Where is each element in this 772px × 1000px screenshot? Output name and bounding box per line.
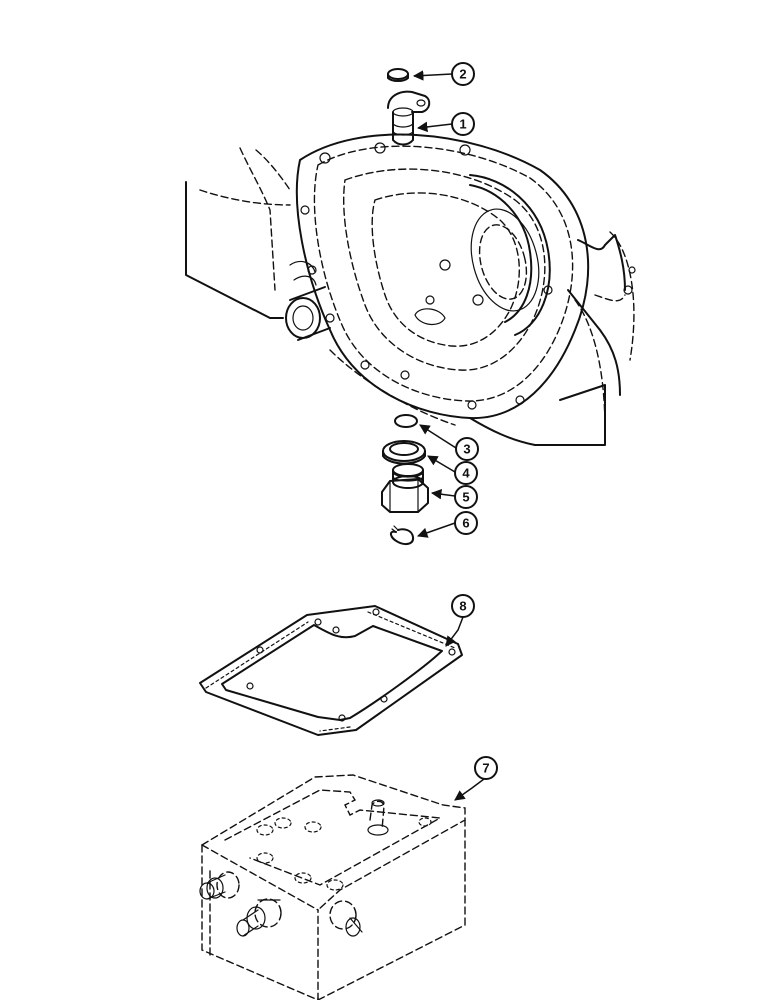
part-8-gasket <box>199 605 463 736</box>
callout-7-label: 7 <box>482 761 489 776</box>
flange-bolt-holes <box>300 142 553 410</box>
part-7-valve-body <box>199 774 466 1000</box>
callout-3-label: 3 <box>463 442 470 457</box>
callout-5-label: 5 <box>462 490 469 505</box>
side-fitting-middle <box>236 898 282 937</box>
callout-8-label: 8 <box>459 599 466 614</box>
part-2-plug <box>387 68 409 82</box>
part-3-o-ring <box>394 414 418 428</box>
transmission-housing <box>185 133 636 446</box>
callout-4: 4 <box>427 455 478 485</box>
callout-3: 3 <box>419 424 479 461</box>
callout-2: 2 <box>412 62 475 86</box>
side-port-boss <box>285 260 331 341</box>
callout-6-label: 6 <box>462 516 469 531</box>
callout-1: 1 <box>416 112 475 136</box>
side-fitting-left <box>199 871 240 900</box>
callout-4-label: 4 <box>462 466 470 481</box>
callout-7: 7 <box>454 756 498 801</box>
callout-5: 5 <box>430 485 478 509</box>
part-4-washer <box>382 440 426 465</box>
callout-8: 8 <box>445 594 475 647</box>
side-fitting-right <box>329 900 363 937</box>
callout-1-label: 1 <box>459 117 466 132</box>
part-5-hex-plug <box>381 463 429 513</box>
callout-2-label: 2 <box>459 67 466 82</box>
callout-6: 6 <box>417 511 478 538</box>
part-6-snap-ring <box>390 525 415 546</box>
part-1-fitting <box>387 90 431 146</box>
